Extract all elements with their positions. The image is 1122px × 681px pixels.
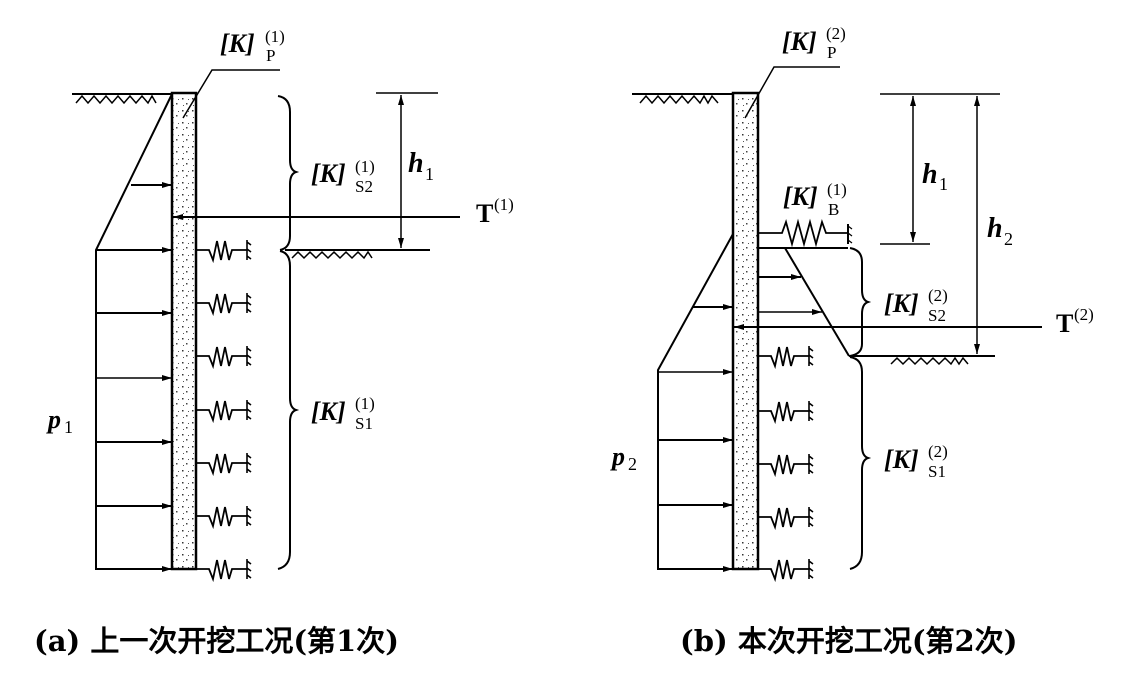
retaining-wall [170,91,198,571]
svg-text:T: T [1056,309,1073,338]
svg-text:P: P [266,46,275,65]
soil-hatch-top [75,94,157,105]
svg-text:B: B [828,200,839,219]
soil-spring [759,346,809,370]
svg-text:(1): (1) [494,195,514,214]
caption-a: (a) 上一次开挖工况(第1次) [34,624,399,658]
svg-text:[K]: [K] [884,445,919,474]
panel-a: [K] (1) P [K] (1) S2 [K] (1) S1 h 1 T (1… [46,27,514,583]
svg-text:1: 1 [425,164,434,184]
spring-support [246,240,252,260]
soil-spring [759,559,809,583]
spring-support [246,506,252,526]
label-kp-a: [K] (1) P [220,27,285,65]
label-p1: p 1 [46,405,73,437]
svg-text:P: P [827,43,836,62]
svg-text:(1): (1) [355,157,375,176]
anchor-spring-kb [758,218,848,248]
svg-text:p: p [610,442,625,471]
label-h1-b: h 1 [922,159,948,194]
svg-text:1: 1 [939,174,948,194]
spring-support-hatch [847,225,853,244]
svg-text:(1): (1) [265,27,285,46]
soil-hatch-excavation [291,250,373,260]
soil-springs [759,346,814,583]
soil-hatch-top [639,94,719,105]
soil-spring [197,559,247,583]
spring-support [808,401,814,421]
svg-text:S1: S1 [355,414,373,433]
svg-text:1: 1 [64,417,73,437]
label-ks1-b: [K] (2) S1 [884,442,948,481]
svg-text:[K]: [K] [220,29,255,58]
label-kp-b: [K] (2) P [782,24,846,62]
svg-text:S2: S2 [355,177,373,196]
svg-text:(2): (2) [826,24,846,43]
svg-text:S2: S2 [928,306,946,325]
earth-pressure-outline [657,233,734,570]
svg-text:h: h [408,148,424,179]
earth-pressure-outline [95,93,173,570]
svg-text:[K]: [K] [782,27,817,56]
svg-text:(2): (2) [928,442,948,461]
svg-text:[K]: [K] [783,182,818,211]
panel-b: [K] (2) P [K] (1) B [K] (2) S2 [K] (2) S… [610,24,1094,583]
svg-text:[K]: [K] [884,289,919,318]
caption-b: (b) 本次开挖工况(第2次) [680,624,1018,658]
svg-text:h: h [922,159,938,190]
passive-pressure-line [784,247,850,357]
label-h2: h 2 [987,213,1013,249]
soil-spring [759,401,809,425]
svg-text:[K]: [K] [311,397,346,426]
svg-text:(1): (1) [355,394,375,413]
spring-support [246,453,252,473]
label-t1: T (1) [476,195,514,228]
label-kb: [K] (1) B [783,180,847,219]
brace-ks2 [849,247,872,357]
spring-support [246,293,252,313]
svg-text:T: T [476,199,493,228]
svg-text:S1: S1 [928,462,946,481]
svg-text:(2): (2) [1074,305,1094,324]
kp-leader [744,66,840,119]
soil-spring [197,346,247,370]
svg-text:p: p [46,405,61,434]
spring-support [246,400,252,420]
svg-text:h: h [987,213,1003,244]
svg-text:2: 2 [628,454,637,474]
svg-text:(2): (2) [928,286,948,305]
spring-support [808,559,814,579]
brace-ks1 [849,356,872,570]
soil-spring [197,506,247,530]
soil-spring [197,453,247,477]
brace-ks1 [277,250,300,570]
label-t2: T (2) [1056,305,1094,338]
spring-support [808,507,814,527]
spring-support [808,346,814,366]
soil-spring [197,400,247,424]
brace-ks2 [277,95,300,251]
soil-springs [197,240,252,583]
svg-text:2: 2 [1004,229,1013,249]
label-ks1-a: [K] (1) S1 [311,394,375,433]
svg-text:[K]: [K] [311,159,346,188]
spring-support [246,559,252,579]
spring-support [808,454,814,474]
label-p2: p 2 [610,442,637,474]
label-ks2-a: [K] (1) S2 [311,157,375,196]
label-h1-a: h 1 [408,148,434,184]
svg-text:(1): (1) [827,180,847,199]
kp-leader [182,69,280,119]
retaining-wall [731,91,760,571]
soil-spring [759,454,809,478]
spring-support [246,346,252,366]
soil-hatch-excavation [890,356,969,366]
soil-spring [197,293,247,317]
label-ks2-b: [K] (2) S2 [884,286,948,325]
soil-spring [759,507,809,531]
soil-spring [197,240,247,264]
